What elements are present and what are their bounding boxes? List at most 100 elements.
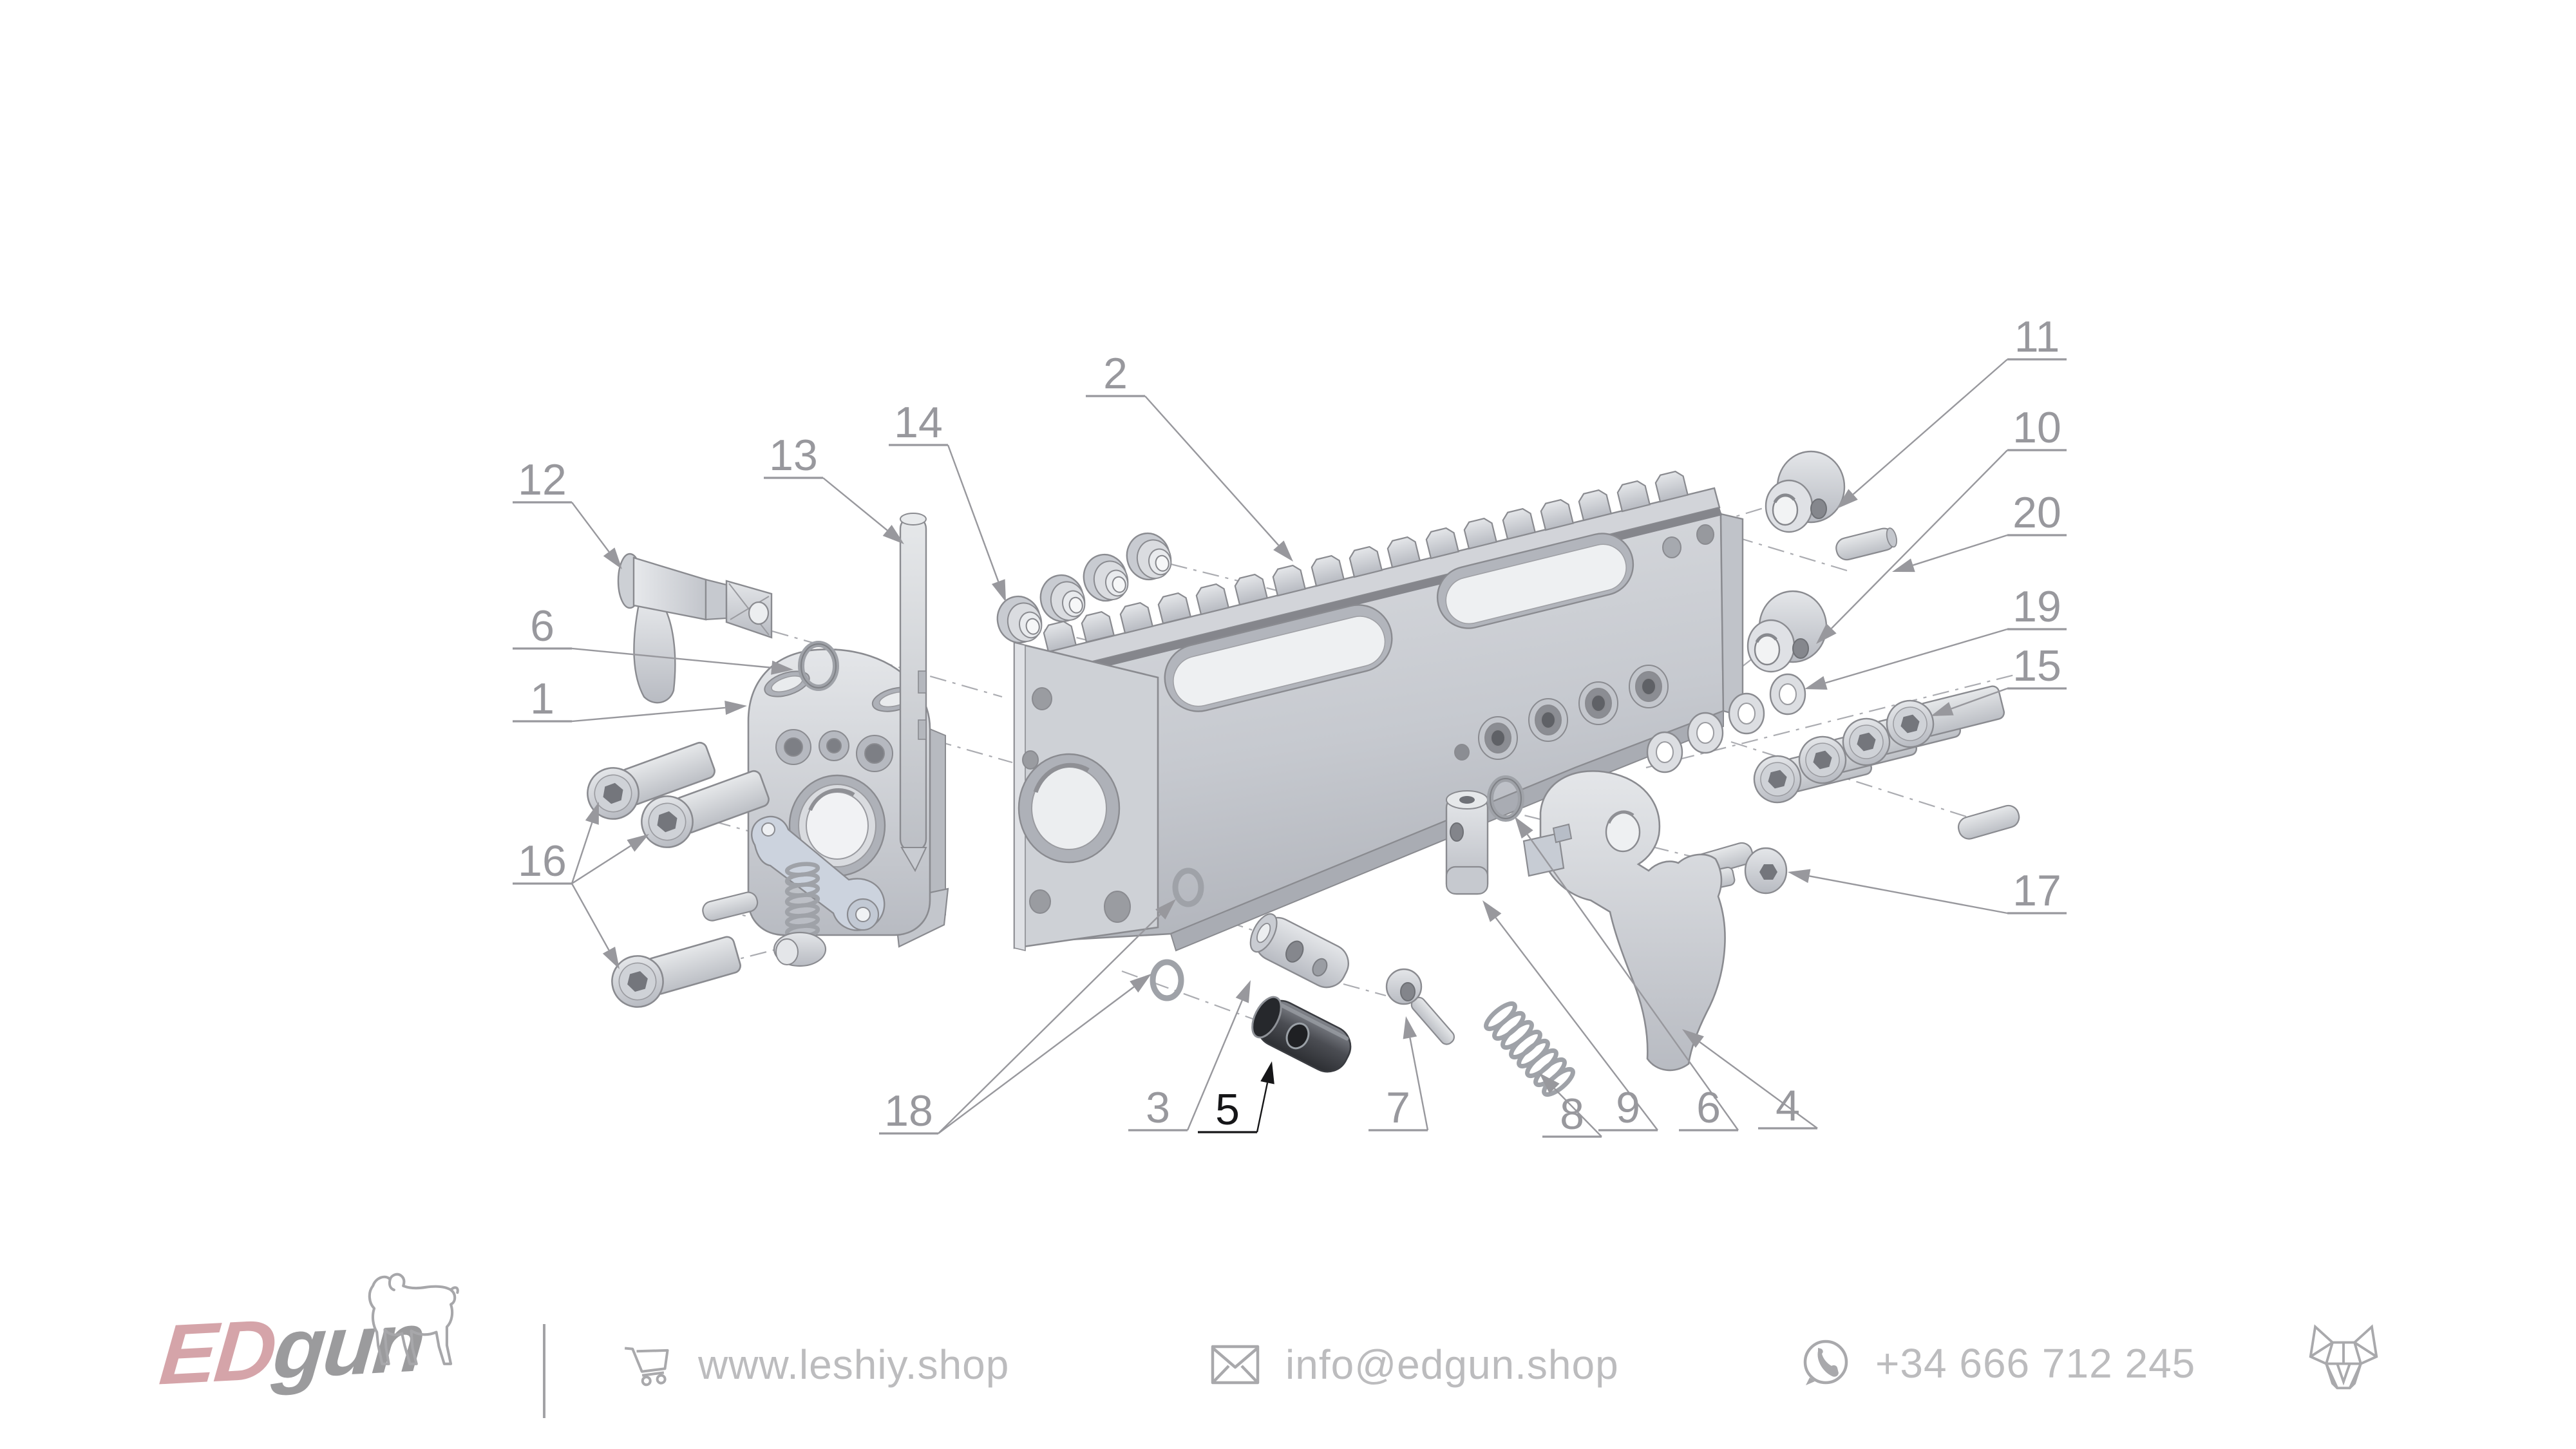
callout-6-left-number: 6 (530, 601, 554, 650)
callout-1-number: 1 (530, 674, 554, 723)
part-5-dark-cylinder (1251, 996, 1352, 1073)
leader-arrowhead (724, 701, 747, 715)
part-20-pin (1835, 527, 1897, 561)
brand-logo: EDgun (156, 1273, 459, 1403)
leader-line (1144, 395, 1280, 546)
callout-20: 20 (1892, 488, 2067, 573)
leader-arrowhead (1931, 702, 1954, 716)
leader-arrowhead (1682, 1029, 1704, 1048)
receiver-slot (1436, 533, 1634, 629)
leader-line (1186, 999, 1243, 1131)
leader-line (1809, 875, 2008, 914)
leader-arrowhead (1816, 623, 1837, 644)
part-16-screws (579, 733, 774, 1014)
leader-arrowhead (585, 802, 599, 825)
email-item: info@edgun.shop (1209, 1341, 1619, 1388)
leader-line (947, 444, 999, 582)
callout-7: 7 (1368, 1016, 1429, 1132)
callout-12: 12 (513, 455, 622, 569)
cart-icon (624, 1347, 669, 1387)
callout-16: 16 (513, 802, 649, 969)
callout-13: 13 (764, 431, 904, 544)
part-10-bushing (1748, 591, 1826, 672)
callout-1: 1 (513, 674, 747, 723)
website-item: www.leshiy.shop (623, 1341, 1009, 1388)
callout-3: 3 (1128, 980, 1251, 1132)
leader-line (1409, 1037, 1429, 1131)
callout-5: 5 (1198, 1061, 1274, 1134)
callout-8: 8 (1539, 1073, 1602, 1139)
leader-line (822, 477, 888, 531)
whatsapp-phone-icon (1803, 1340, 1848, 1385)
callout-18-number: 18 (884, 1086, 933, 1135)
callout-4: 4 (1682, 1029, 1818, 1130)
callout-15-number: 15 (2012, 641, 2061, 690)
callout-9: 9 (1482, 900, 1658, 1132)
receiver-slot (1164, 604, 1393, 712)
leader-line (1831, 450, 2008, 629)
leader-line (571, 647, 772, 668)
part-3-cylinder (1249, 913, 1349, 989)
small-pin-front (702, 891, 759, 922)
callout-17: 17 (1788, 866, 2067, 915)
leader-arrowhead (602, 946, 620, 969)
leader-arrowhead (1155, 899, 1176, 920)
leader-arrowhead (627, 834, 649, 852)
callout-layer: 12345667891011121314151617181920 (513, 312, 2067, 1139)
phone-text: +34 666 712 245 (1875, 1340, 2196, 1387)
part-4-trigger-lever (1522, 770, 1726, 1072)
callout-18: 18 (879, 899, 1176, 1135)
callout-2-number: 2 (1103, 349, 1128, 398)
part-11-bushing (1766, 451, 1844, 532)
dog-logo-icon (368, 1273, 459, 1365)
leader-line (1495, 917, 1658, 1131)
receiver-hole-row (1454, 665, 1669, 761)
leader-line (571, 706, 726, 723)
leader-arrowhead (1235, 980, 1251, 1003)
callout-11-number: 11 (2014, 312, 2060, 361)
part-18-orings (1150, 867, 1204, 1001)
leader-arrowhead (1403, 1016, 1417, 1039)
footer-divider (543, 1324, 545, 1418)
callout-14-number: 14 (894, 398, 943, 447)
leader-arrowhead (1837, 489, 1858, 509)
leader-arrowhead (1804, 676, 1828, 690)
leader-arrowhead (1788, 869, 1811, 884)
callout-11: 11 (1837, 312, 2067, 509)
leader-arrowhead (991, 579, 1006, 602)
phone-item: +34 666 712 245 (1801, 1338, 2195, 1388)
leader-arrowhead (771, 660, 793, 675)
callout-6-right: 6 (1515, 817, 1739, 1132)
part-6-oring-right (1487, 775, 1524, 822)
callout-15: 15 (1931, 641, 2067, 716)
leader-line (1825, 628, 2008, 684)
brand-ed-text: ED (156, 1302, 278, 1403)
part-13-pin (899, 513, 927, 873)
part-9-valve-body (1445, 790, 1489, 895)
leader-line (1951, 687, 2008, 710)
dowel-pin-right (1958, 804, 2020, 840)
leader-line (1553, 1088, 1602, 1137)
footer: EDgun www.leshiy.shop info@edgun.shop (0, 1273, 2576, 1449)
leader-arrowhead (1515, 817, 1533, 839)
callout-13-number: 13 (769, 431, 818, 480)
callout-19-number: 19 (2012, 582, 2061, 631)
leader-arrowhead (603, 547, 622, 569)
leader-arrowhead (1260, 1061, 1274, 1084)
callout-10: 10 (1816, 403, 2067, 644)
leader-arrowhead (1539, 1073, 1560, 1094)
leader-line (1852, 359, 2008, 495)
part-6-oring-left (798, 641, 839, 691)
leader-line (1699, 1041, 1818, 1129)
leader-arrowhead (1130, 974, 1151, 993)
leader-arrowhead (1482, 900, 1502, 922)
part-12-side-lever (617, 553, 773, 704)
callout-12-number: 12 (518, 455, 567, 504)
fox-logo-icon (2309, 1324, 2378, 1390)
leader-arrowhead (882, 524, 904, 544)
callout-10-number: 10 (2012, 403, 2061, 452)
callout-17-number: 17 (2012, 866, 2061, 915)
leader-arrowhead (1892, 558, 1915, 573)
callout-5-number: 5 (1215, 1085, 1240, 1134)
